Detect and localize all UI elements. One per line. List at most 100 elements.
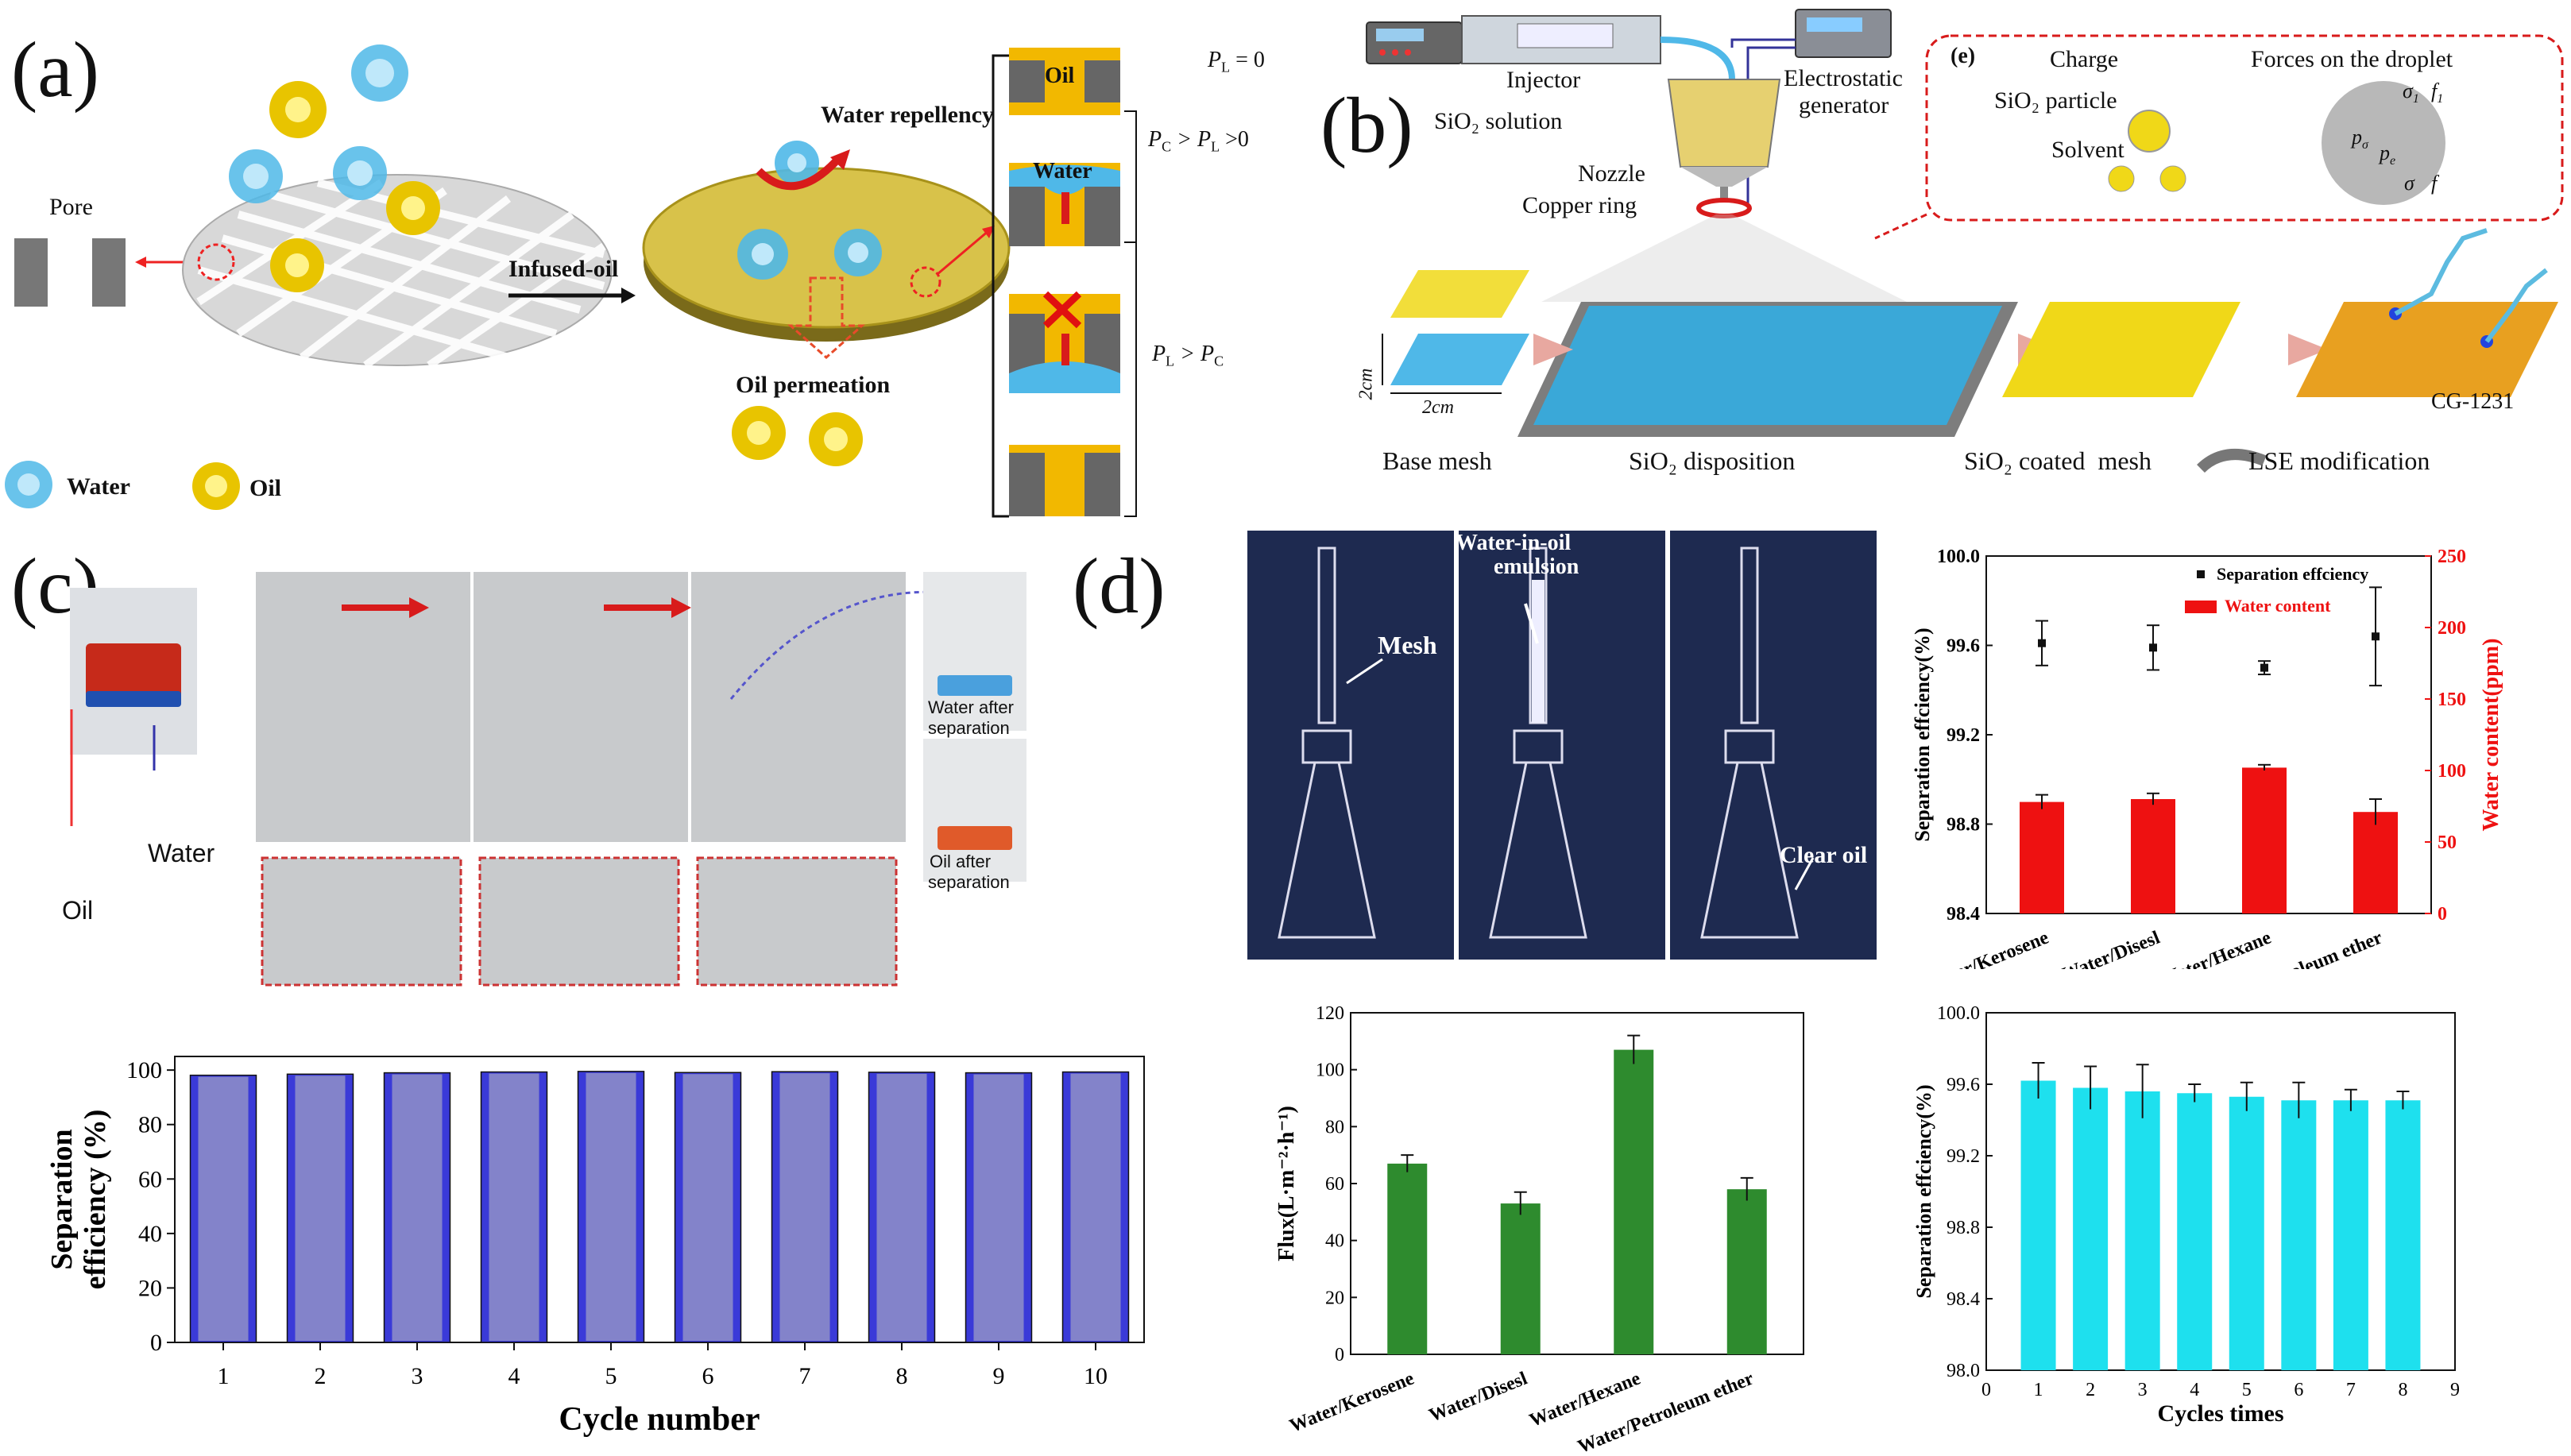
coated-mesh <box>2002 302 2240 397</box>
legend-water-swatch <box>5 461 52 508</box>
efficiency-point <box>2260 663 2268 672</box>
condition-pl-zero: PL = 0 <box>1208 48 1265 75</box>
generator-label: generator <box>1799 92 1889 118</box>
bar-highlight <box>682 1074 733 1341</box>
water-droplet <box>333 146 387 200</box>
y-tick-label: 0 <box>150 1330 162 1356</box>
x-tick-label: 2 <box>315 1363 327 1389</box>
y-tick-label-left: 99.2 <box>1947 725 1980 746</box>
efficiency-bar <box>2333 1100 2368 1370</box>
lse-mesh <box>2296 302 2558 397</box>
flux-bar <box>1614 1049 1654 1354</box>
y-tick-label-left: 98.8 <box>1947 815 1980 836</box>
plot-frame <box>174 1056 1145 1343</box>
nozzle-label: Nozzle <box>1578 160 1645 187</box>
pore-label: Pore <box>49 194 93 220</box>
bar-highlight <box>876 1073 927 1341</box>
y-tick-label: 60 <box>1325 1174 1344 1195</box>
solvent-label: Solvent <box>2051 137 2124 163</box>
separation-photo-2 <box>474 572 688 842</box>
clear-oil-label: Clear oil <box>1780 842 1868 868</box>
y-tick-label: 100 <box>126 1057 162 1083</box>
bar-highlight <box>973 1074 1024 1341</box>
x-tick-label: 4 <box>508 1363 520 1389</box>
oil-after-photo <box>923 739 1026 882</box>
bar-highlight <box>1070 1073 1121 1341</box>
panel-a-stages: Oil Water PL = 0 PC > PL >0 PL > PC <box>977 48 1351 524</box>
pore-block-left <box>14 238 48 307</box>
oil-after-label-1: Oil after <box>930 852 992 871</box>
stage-oil-label: Oil <box>1045 64 1075 88</box>
charge-label: Charge <box>2050 46 2119 72</box>
x-tick-label: 8 <box>2398 1380 2407 1400</box>
sigma-label: σ <box>2404 172 2414 195</box>
y-tick-label-left: 98.4 <box>1947 904 1980 925</box>
y-tick-label: 98.8 <box>1947 1218 1980 1238</box>
y-tick-label: 98.4 <box>1947 1289 1980 1310</box>
cg1231-label: CG-1231 <box>2431 389 2515 414</box>
dim-2cm-vertical: 2cm <box>1355 368 1377 400</box>
efficiency-bar <box>2020 1080 2056 1370</box>
efficiency-bar <box>2177 1093 2213 1370</box>
x-tick-label: 3 <box>412 1363 423 1389</box>
oil-droplet <box>732 406 786 460</box>
x-tick-label: 7 <box>2346 1380 2356 1400</box>
y-tick-label: 80 <box>138 1112 162 1138</box>
water-droplet <box>229 149 283 203</box>
mesh-label: Mesh <box>1378 631 1437 659</box>
efficiency-point <box>2372 632 2380 641</box>
efficiency-bar <box>2229 1096 2264 1370</box>
sigma1-label: σ1 <box>2403 79 2419 106</box>
panel-label-b: (b) <box>1320 81 1413 169</box>
x-tick-label: 1 <box>218 1363 230 1389</box>
water-content-bar <box>2353 812 2398 913</box>
efficiency-bar <box>2073 1087 2109 1370</box>
panel-b: (b) Injector SiO₂ solution Electrostatic… <box>1319 0 2571 524</box>
y-tick-label-left: 100.0 <box>1937 546 1980 567</box>
x-tick-label: Water/Disesl <box>1426 1368 1530 1426</box>
x-tick-label: 5 <box>605 1363 617 1389</box>
legend-water-label: Water <box>67 473 130 500</box>
legend-oil-swatch <box>192 462 240 510</box>
water-content-bar <box>2242 767 2287 913</box>
y-tick-label: 100 <box>1316 1060 1344 1081</box>
legend-bar <box>2185 601 2217 613</box>
beaker-photo <box>70 588 197 755</box>
water-after-photo <box>923 572 1026 731</box>
beaker-water-label: Water <box>148 839 215 867</box>
y-axis-label-1: Separation <box>45 1129 79 1269</box>
oil-after-label-2: separation <box>928 872 1010 892</box>
beaker-callouts <box>70 709 156 826</box>
oil-droplet <box>269 81 327 138</box>
bar-highlight <box>295 1076 346 1341</box>
base-mesh-small <box>1390 334 1529 385</box>
y-tick-label: 40 <box>1325 1231 1344 1252</box>
x-tick-label: 9 <box>2450 1380 2460 1400</box>
electrostatic-generator <box>1795 9 1892 58</box>
x-tick-label: Water/Kerosene <box>1921 927 2051 969</box>
p-e-label: pe <box>2380 141 2396 168</box>
nozzle-funnel <box>1667 79 1781 168</box>
sio2-particle-label: SiO₂ particle <box>1994 87 2117 114</box>
panel-label-d: (d) <box>1073 542 1166 630</box>
x-tick-label: 3 <box>2138 1380 2148 1400</box>
y-tick-label-right: 150 <box>2438 689 2466 710</box>
y-tick-label-right: 100 <box>2438 761 2466 782</box>
bar-highlight <box>198 1076 249 1341</box>
y-tick-label: 80 <box>1325 1117 1344 1137</box>
y-tick-label: 120 <box>1316 1003 1344 1024</box>
oil-permeation-label: Oil permeation <box>736 372 891 398</box>
flux-bar <box>1500 1203 1541 1354</box>
f-label: f <box>2431 172 2438 195</box>
dim-2cm-horizontal: 2cm <box>1422 397 1454 418</box>
separation-photo-1 <box>256 572 470 842</box>
pore-block-right <box>92 238 126 307</box>
condition-pc-gt-pl: PC > PL >0 <box>1148 127 1249 155</box>
bar-highlight <box>586 1072 636 1341</box>
efficiency-point <box>2149 643 2157 652</box>
injector-label: Injector <box>1506 67 1581 93</box>
water-repellency-arrow <box>756 156 841 191</box>
x-tick-label: 1 <box>2034 1380 2043 1400</box>
stage-diagrams <box>992 48 1137 518</box>
forces-label: Forces on the droplet <box>2251 46 2453 72</box>
